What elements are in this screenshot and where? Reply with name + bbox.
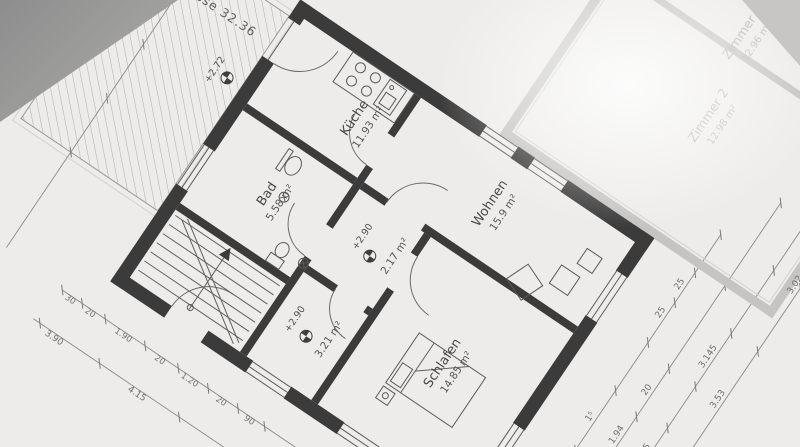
- dim-left-small: 30: [63, 293, 78, 307]
- dim-bottom: 45: [638, 442, 653, 447]
- dim-left-small: 1.20: [179, 371, 200, 390]
- bath-fixtures: [264, 147, 302, 271]
- flur-level: +2.90: [350, 222, 375, 252]
- dim-left-small: 20: [152, 353, 167, 367]
- abstell-level: +2.90: [283, 304, 308, 334]
- kitchen-appliances: [332, 51, 416, 124]
- flur-area: 2.17 m²: [378, 236, 411, 277]
- staircase: [138, 214, 280, 345]
- lamp-icon: [297, 257, 309, 269]
- dim-left-small: 20: [83, 306, 98, 320]
- stair-arrow: [218, 247, 231, 262]
- level-marker-flur: [363, 249, 377, 263]
- dim-left-small: 90: [242, 414, 257, 428]
- dim-bottom: 20: [640, 382, 655, 397]
- dim-left-small: 1.90: [112, 326, 133, 345]
- dim-bottom: 25: [673, 277, 688, 292]
- dim-left-total-1: 3.90: [43, 329, 65, 349]
- dim-left-small: 20: [214, 395, 229, 409]
- interior-walls: [175, 93, 578, 405]
- dim-bottom: 1⁵: [584, 410, 598, 424]
- lamp-icon: [278, 191, 290, 203]
- door-arcs: [171, 50, 449, 340]
- living-furniture: [505, 247, 603, 301]
- dim-bottom: 25: [654, 305, 669, 320]
- abstell-area: 3.21 m²: [313, 319, 346, 360]
- dim-bottom: 3.145: [697, 343, 720, 370]
- bed: [374, 332, 487, 429]
- dim-left-total-2: 4.15: [125, 385, 147, 405]
- level-marker-terrasse: [220, 71, 234, 85]
- level-marker-abstell: [299, 329, 313, 343]
